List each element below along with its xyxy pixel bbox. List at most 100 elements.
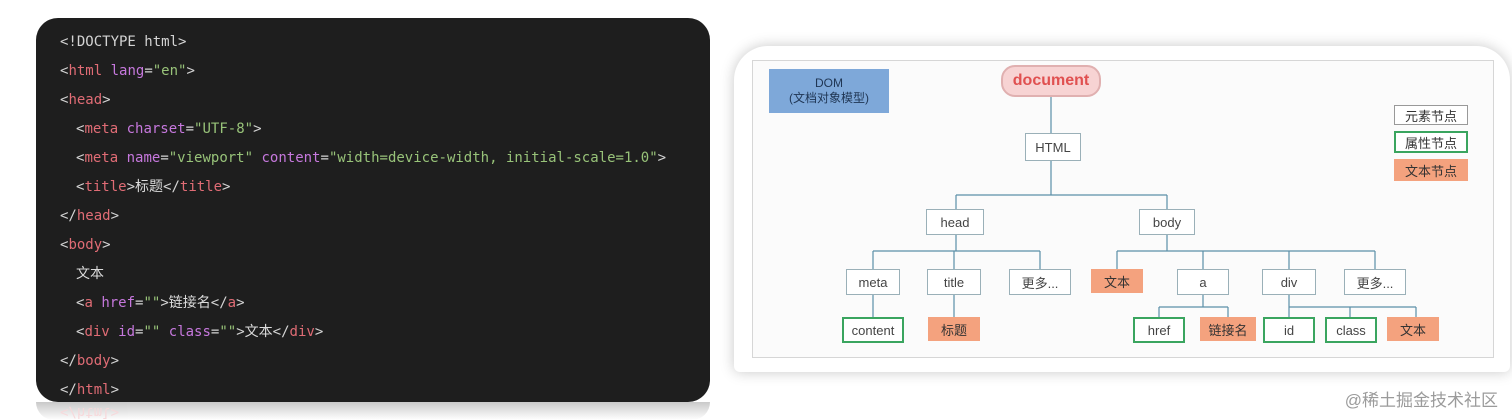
code-token-punct: < (76, 121, 85, 137)
code-token-text: 链接名 (168, 295, 211, 311)
code-token-attr: class (168, 324, 211, 340)
code-token-punct: > (222, 179, 231, 195)
code-token-punct: = (210, 324, 220, 340)
code-token-punct: < (76, 324, 85, 340)
code-token-attr: name (126, 150, 161, 166)
code-line: <a href="">链接名</a> (60, 289, 710, 318)
code-token-tag: body (68, 237, 103, 253)
code-line: <meta name="viewport" content="width=dev… (60, 144, 710, 173)
code-token-text: 文本 (76, 266, 104, 282)
code-token-str: "" (143, 295, 161, 311)
code-token-punct: < (76, 295, 85, 311)
node-div: div (1262, 269, 1316, 295)
node-head-more: 更多... (1009, 269, 1071, 295)
code-token-punct: </ (272, 324, 290, 340)
code-line: <meta charset="UTF-8"> (60, 115, 710, 144)
code-token-punct: > (126, 179, 136, 195)
node-class: class (1325, 317, 1377, 343)
code-panel: <!DOCTYPE html><html lang="en"><head><me… (36, 18, 710, 402)
node-body: body (1139, 209, 1195, 235)
legend-attribute: 属性节点 (1394, 131, 1468, 153)
reflection-text: </html> (60, 404, 120, 420)
code-token-punct: = (320, 150, 329, 166)
code-token-punct: < (76, 179, 85, 195)
code-token-punct: = (144, 63, 153, 79)
code-token-tag: html (76, 382, 111, 398)
code-token-punct: > (253, 121, 262, 137)
code-token-punct: > (236, 324, 245, 340)
edge-body-children (1116, 235, 1376, 269)
dom-diagram-card: DOM (文档对象模型) document HTML head body met… (734, 46, 1510, 372)
code-token-punct: < (60, 237, 69, 253)
code-reflection: </html> (36, 402, 710, 420)
code-token-punct: < (60, 63, 69, 79)
legend-element: 元素节点 (1394, 105, 1468, 125)
code-token-attr: href (101, 295, 136, 311)
node-title: title (927, 269, 981, 295)
code-line: </body> (60, 347, 710, 376)
node-href: href (1133, 317, 1185, 343)
code-token-punct (102, 63, 110, 79)
code-token-tag: title (179, 179, 223, 195)
code-token-punct: = (185, 121, 195, 137)
code-token-str: "width=device-width, initial-scale=1.0" (328, 150, 658, 166)
code-token-tag: head (68, 92, 103, 108)
dom-label: DOM (文档对象模型) (769, 69, 889, 113)
code-token-tag: a (84, 295, 93, 311)
code-line: </head> (60, 202, 710, 231)
code-line: <body> (60, 231, 710, 260)
code-token-punct: > (102, 237, 111, 253)
code-token-tag: head (76, 208, 111, 224)
node-body-more: 更多... (1344, 269, 1406, 295)
code-token-tag: div (84, 324, 110, 340)
code-token-tag: div (289, 324, 315, 340)
code-token-punct (118, 150, 126, 166)
node-body-text: 文本 (1091, 269, 1143, 293)
code-token-punct: </ (210, 295, 228, 311)
legend-text: 文本节点 (1394, 159, 1468, 181)
code-token-punct: = (135, 324, 144, 340)
code-token-punct (118, 121, 126, 137)
code-token-punct: > (110, 208, 120, 224)
node-id: id (1263, 317, 1315, 343)
code-token-punct: > (160, 295, 169, 311)
code-token-punct: <!DOCTYPE html> (60, 34, 187, 50)
tree-connectors (872, 97, 1417, 317)
code-token-tag: title (84, 179, 127, 195)
code-token-str: "" (219, 324, 237, 340)
code-token-punct: > (314, 324, 324, 340)
code-token-str: "" (143, 324, 161, 340)
code-token-attr: id (118, 324, 136, 340)
code-line: 文本 (60, 260, 710, 289)
code-token-punct: > (110, 353, 120, 369)
code-line: <head> (60, 86, 710, 115)
node-html: HTML (1025, 133, 1081, 161)
code-token-str: "UTF-8" (194, 121, 254, 137)
edge-a-children (1158, 295, 1229, 317)
code-token-text: 标题 (135, 179, 164, 195)
code-token-punct: </ (163, 179, 180, 195)
code-token-punct: > (110, 382, 120, 398)
code-line: <title>标题</title> (60, 173, 710, 202)
code-token-str: "viewport" (168, 150, 254, 166)
edge-html-children (955, 161, 1168, 209)
node-meta: meta (846, 269, 900, 295)
watermark: @稀土掘金技术社区 (1344, 391, 1498, 410)
node-document: document (1001, 65, 1101, 97)
dom-diagram: DOM (文档对象模型) document HTML head body met… (752, 60, 1494, 358)
node-div-text: 文本 (1387, 317, 1439, 341)
code-block: <!DOCTYPE html><html lang="en"><head><me… (60, 28, 710, 405)
code-line: </html> (60, 376, 710, 405)
code-token-punct (110, 324, 118, 340)
node-a: a (1177, 269, 1229, 295)
node-title-text: 标题 (928, 317, 980, 341)
code-token-attr: charset (126, 121, 186, 137)
node-content: content (842, 317, 904, 343)
edge-meta-title-children (872, 295, 955, 317)
code-token-punct: < (76, 150, 85, 166)
code-token-text: 文本 (244, 324, 273, 340)
code-token-punct (160, 324, 168, 340)
dom-label-title: DOM (815, 76, 843, 90)
code-token-punct: </ (60, 382, 77, 398)
code-token-attr: content (261, 150, 321, 166)
